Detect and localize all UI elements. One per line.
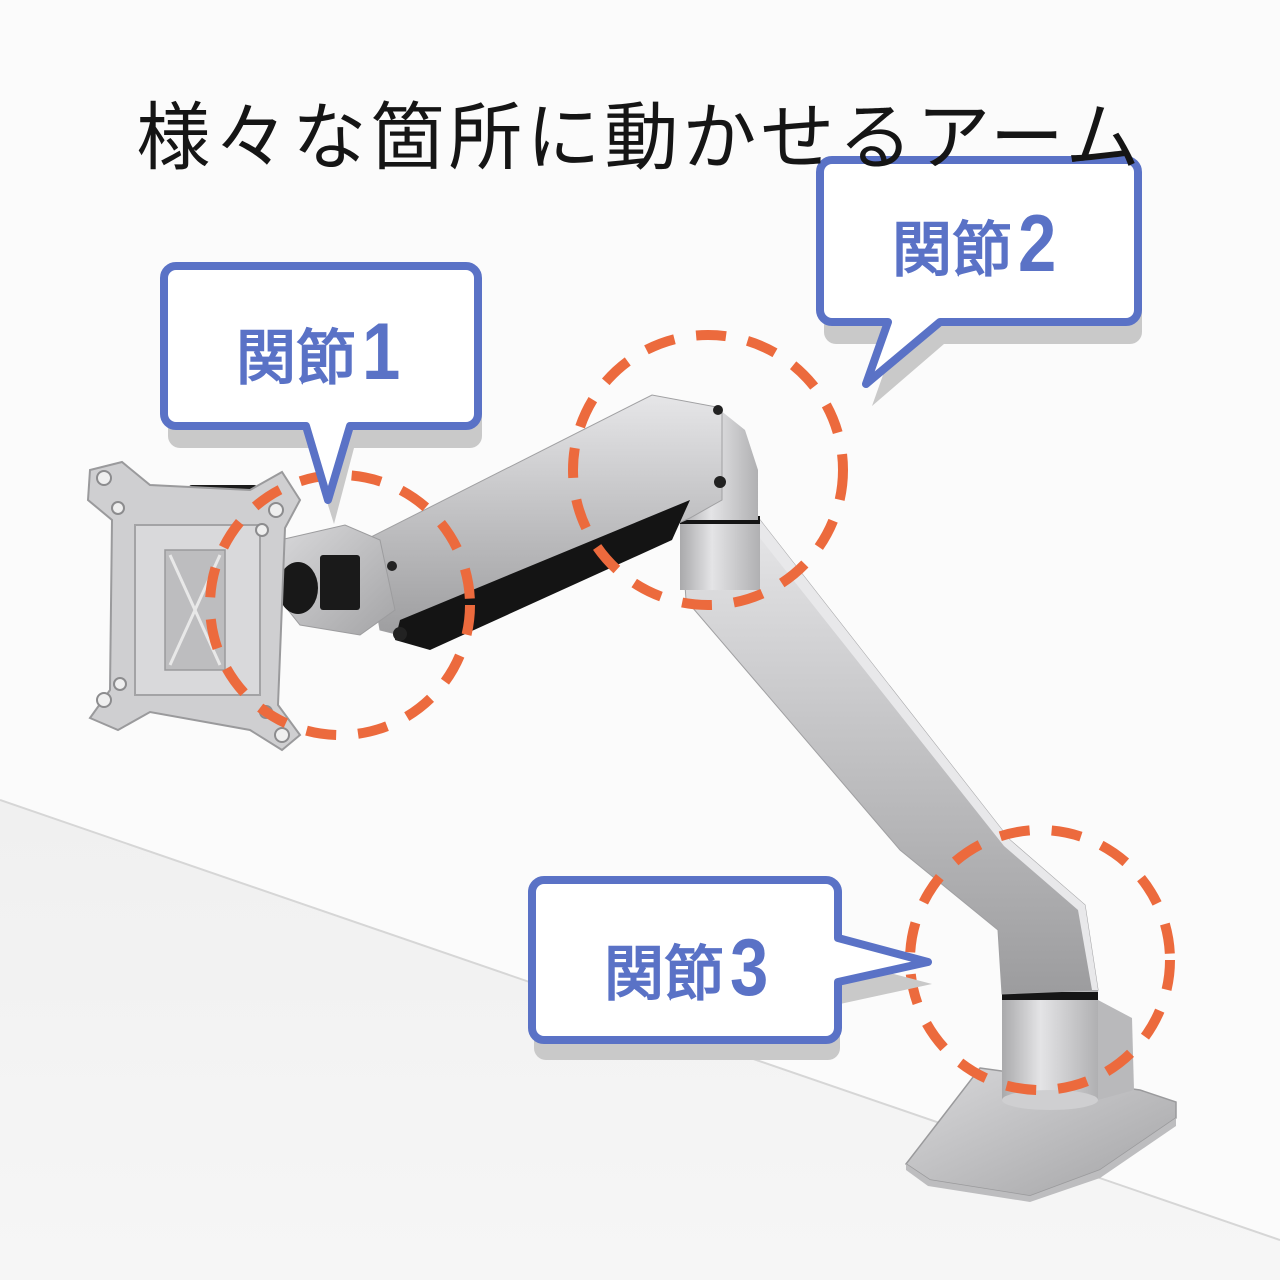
callout-joint-2-text: 関節	[892, 216, 1012, 286]
vesa-mount-plate	[86, 460, 302, 752]
desk-clamp-base	[904, 1067, 1177, 1202]
joint-1-highlight-circle	[205, 470, 475, 740]
callout-joint-3-label: 関節3	[604, 928, 775, 1009]
page-title: 様々な箇所に動かせるアーム	[136, 94, 1144, 181]
callout-joint-1	[160, 262, 482, 524]
callout-joint-3-number: 3	[730, 923, 769, 1013]
callout-joint-2-number: 2	[1018, 199, 1057, 289]
upper-arm	[681, 519, 1099, 995]
callout-joint-3-text: 関節	[604, 940, 724, 1010]
joint-2-highlight-circle	[568, 330, 848, 610]
callout-joint-2	[816, 156, 1142, 406]
callout-joint-3	[528, 876, 932, 1060]
callout-joint-1-label: 関節1	[236, 312, 407, 393]
callout-joint-2-label: 関節2	[892, 204, 1063, 285]
joint-highlights	[205, 330, 1175, 1095]
base-pole	[1002, 990, 1134, 1110]
callout-joint-1-text: 関節	[236, 324, 356, 394]
callout-joint-1-number: 1	[362, 307, 401, 397]
joint-3-highlight-circle	[905, 825, 1175, 1095]
